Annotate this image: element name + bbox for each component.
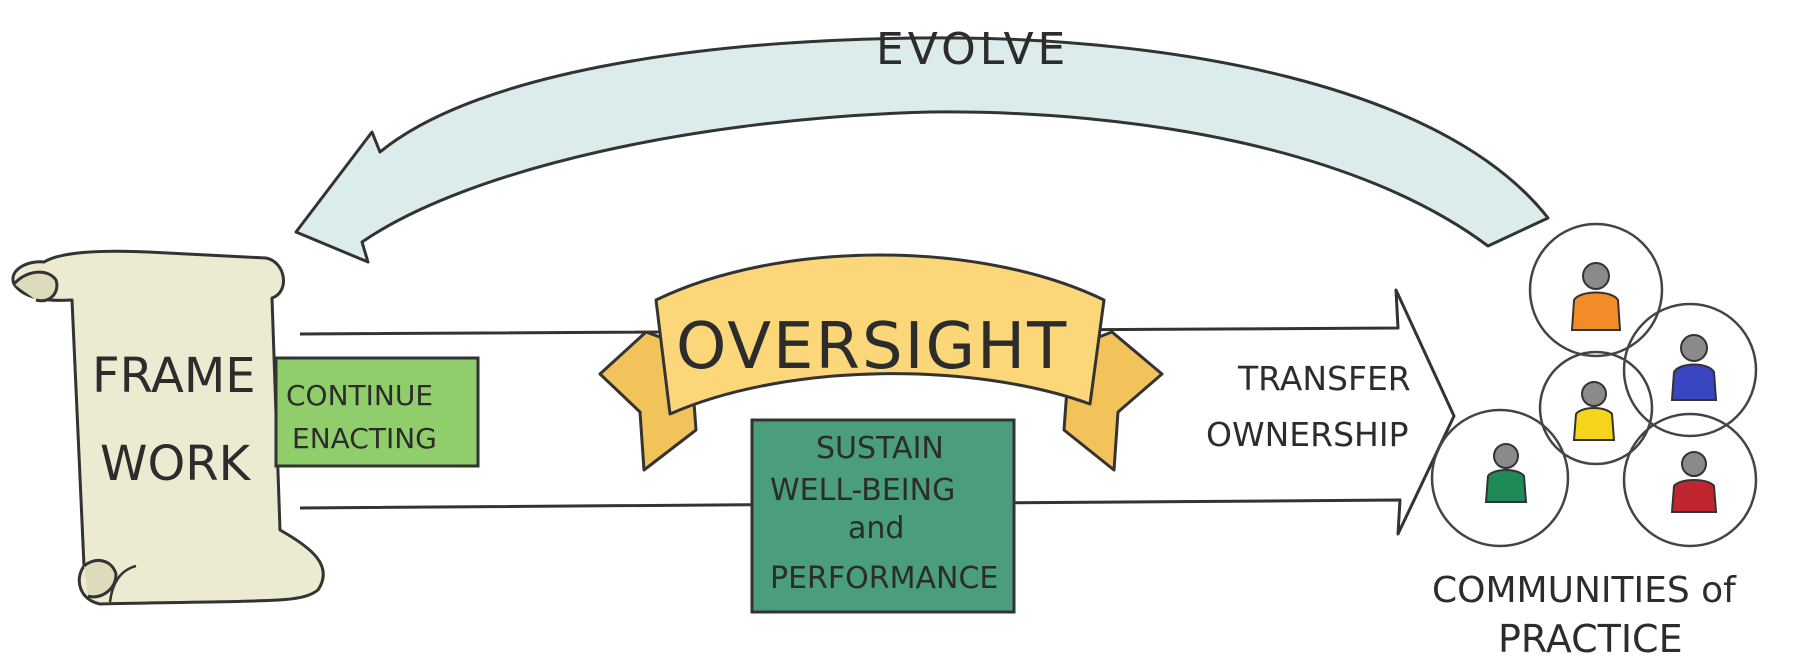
- framework-label-line1: FRAME: [92, 348, 256, 404]
- continue-enacting-box: CONTINUE ENACTING: [274, 356, 480, 468]
- scroll-icon: FRAME WORK: [11, 249, 325, 606]
- communities-label-line1: COMMUNITIES of: [1432, 570, 1737, 611]
- continue-label-line2: ENACTING: [292, 422, 437, 455]
- oversight-label: OVERSIGHT: [676, 310, 1068, 384]
- oversight-banner: OVERSIGHT: [598, 253, 1164, 472]
- evolve-arrow: EVOLVE: [294, 24, 1550, 264]
- sustain-label-line1: SUSTAIN: [816, 431, 944, 466]
- person-icon: [1484, 443, 1528, 503]
- framework-label-line2: WORK: [100, 436, 252, 492]
- person-icon: [1670, 451, 1718, 513]
- communities-cluster: COMMUNITIES of PRACTICE: [1430, 222, 1758, 661]
- sustain-label-line2: WELL-BEING: [770, 473, 955, 508]
- sustain-box: SUSTAIN WELL-BEING and PERFORMANCE: [750, 418, 1016, 614]
- sustain-label-line3: and: [848, 511, 904, 546]
- communities-label-line2: PRACTICE: [1498, 617, 1683, 661]
- person-icon: [1670, 334, 1718, 401]
- person-icon: [1572, 381, 1616, 441]
- transfer-arrow: TRANSFER OWNERSHIP: [299, 288, 1456, 536]
- evolve-label: EVOLVE: [876, 24, 1069, 75]
- person-icon: [1570, 262, 1622, 331]
- sustain-label-line4: PERFORMANCE: [770, 561, 998, 596]
- transfer-label-line1: TRANSFER: [1237, 359, 1411, 398]
- continue-label-line1: CONTINUE: [286, 379, 433, 412]
- transfer-label-line2: OWNERSHIP: [1206, 415, 1408, 454]
